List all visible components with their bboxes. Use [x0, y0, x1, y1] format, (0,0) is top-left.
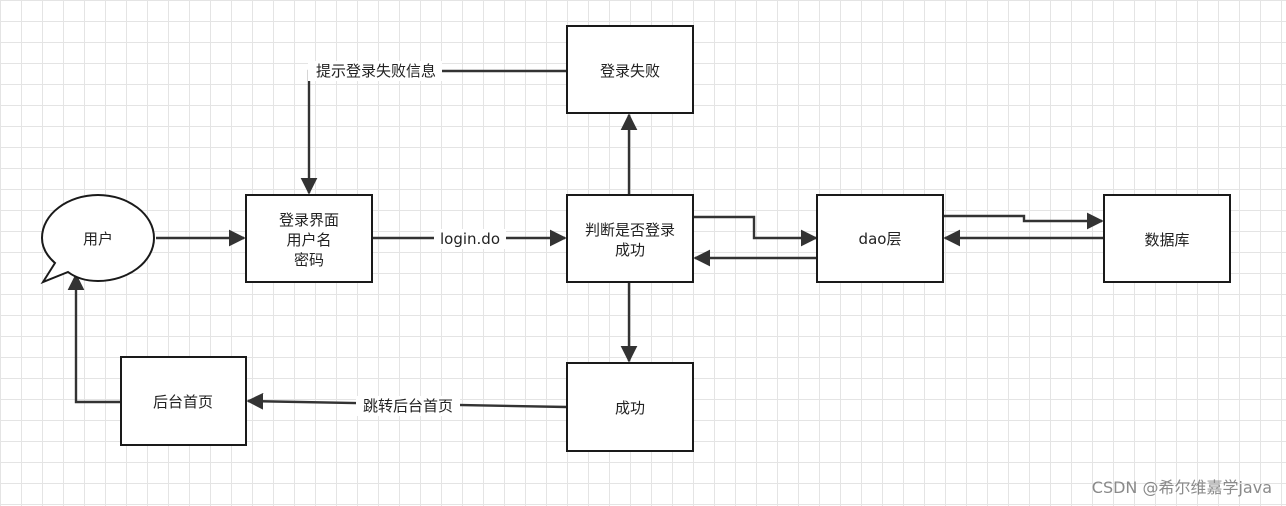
node-login-page: 登录界面 用户名 密码: [245, 194, 373, 283]
node-login-page-line2: 用户名: [286, 231, 331, 249]
watermark: CSDN @希尔维嘉学java: [1091, 478, 1272, 497]
edge-labels: login.do 提示登录失败信息 跳转后台首页: [308, 61, 506, 416]
node-judge-line2: 成功: [615, 241, 645, 259]
edge-admin-to-user: [67, 273, 121, 404]
node-success: 成功: [566, 362, 694, 452]
node-admin-home-label: 后台首页: [153, 393, 213, 411]
node-admin-home: 后台首页: [120, 356, 247, 446]
node-user: 用户: [40, 193, 156, 285]
node-login-fail-label: 登录失败: [600, 62, 660, 80]
node-dao: dao层: [816, 194, 944, 283]
node-dao-label: dao层: [859, 230, 902, 248]
node-database-label: 数据库: [1144, 231, 1189, 249]
node-login-fail: 登录失败: [566, 25, 694, 114]
node-database: 数据库: [1103, 194, 1231, 283]
edge-fail-to-login: [300, 69, 567, 195]
node-login-page-line3: 密码: [294, 251, 324, 269]
edges: [67, 69, 1104, 410]
edge-label-jump-admin-home: 跳转后台首页: [363, 397, 453, 415]
node-login-page-line1: 登录界面: [279, 211, 339, 229]
edge-label-show-fail-info: 提示登录失败信息: [316, 62, 436, 80]
node-success-label: 成功: [615, 399, 645, 417]
edge-judge-to-dao: [693, 215, 818, 247]
edge-label-login-do: login.do: [440, 230, 500, 248]
node-judge: 判断是否登录 成功: [566, 194, 694, 283]
node-user-label: 用户: [83, 230, 113, 248]
edge-dao-to-database: [943, 212, 1104, 230]
node-judge-line1: 判断是否登录: [585, 221, 675, 239]
